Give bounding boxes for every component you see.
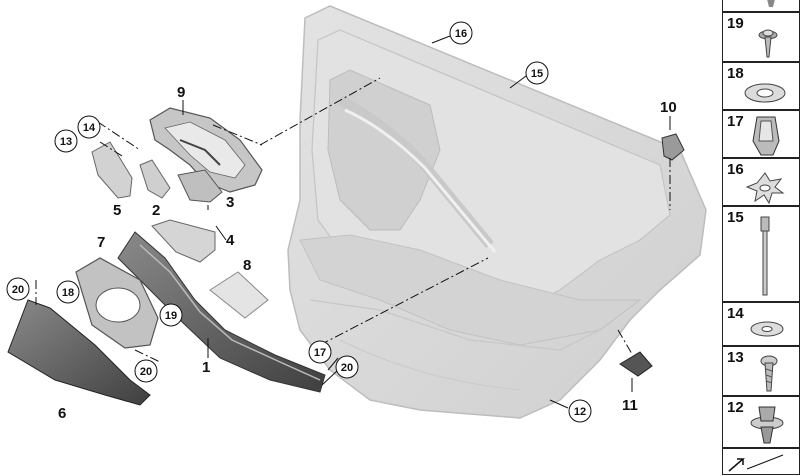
legend-cell-12: 12 xyxy=(722,396,800,448)
callout-2: 2 xyxy=(152,202,160,219)
callout-10: 10 xyxy=(660,99,677,116)
callout-17-circled: 17 xyxy=(308,340,332,364)
legend-cell-partial xyxy=(722,0,800,12)
legend-label-18: 18 xyxy=(727,65,744,82)
star-washer-icon xyxy=(745,172,785,205)
legend-label-12: 12 xyxy=(727,399,744,416)
callout-20-circled-right: 20 xyxy=(335,355,359,379)
legend-label-16: 16 xyxy=(727,161,744,178)
rivet-pin-icon xyxy=(760,216,770,296)
legend-cell-17: 17 xyxy=(722,110,800,158)
legend-label-19: 19 xyxy=(727,15,744,32)
svg-text:19: 19 xyxy=(165,310,177,322)
legend-cell-14: 14 xyxy=(722,302,800,346)
nut-clip-icon xyxy=(744,83,786,103)
callout-15-circled: 15 xyxy=(525,61,549,85)
push-clip-icon xyxy=(750,406,784,444)
legend-cell-16: 16 xyxy=(722,158,800,206)
speaker-cover-part xyxy=(7,299,151,406)
end-cap-part xyxy=(619,351,653,377)
callout-7: 7 xyxy=(97,234,105,251)
legend-cell-19: 19 xyxy=(722,12,800,62)
legend-label-13: 13 xyxy=(727,349,744,366)
callout-11: 11 xyxy=(622,397,638,414)
legend-label-15: 15 xyxy=(727,209,744,226)
svg-text:18: 18 xyxy=(62,287,74,299)
svg-text:17: 17 xyxy=(314,347,326,359)
bracket-part xyxy=(151,219,216,263)
callout-18-circled: 18 xyxy=(56,280,80,304)
svg-text:15: 15 xyxy=(531,68,543,80)
small-cover-part xyxy=(139,159,171,199)
legend-cell-18: 18 xyxy=(722,62,800,110)
speaker-frame-part xyxy=(75,257,159,349)
fastener-legend: 19 18 17 16 15 14 xyxy=(722,0,800,475)
svg-text:14: 14 xyxy=(83,122,96,134)
callout-13-circled: 13 xyxy=(54,129,78,153)
screw-washer-icon xyxy=(758,29,778,58)
foam-pad-part xyxy=(209,271,269,319)
callout-14-circled: 14 xyxy=(77,115,101,139)
screw-icon xyxy=(760,355,778,392)
callout-3: 3 xyxy=(226,194,234,211)
svg-text:13: 13 xyxy=(60,136,72,148)
callout-8: 8 xyxy=(243,257,251,274)
switch-bezel-part xyxy=(177,169,223,203)
callout-20-circled-left: 20 xyxy=(6,277,30,301)
legend-cell-15: 15 xyxy=(722,206,800,302)
arrow-icon xyxy=(728,454,784,472)
svg-text:12: 12 xyxy=(574,406,586,418)
trim-cover-part xyxy=(91,141,133,199)
svg-text:16: 16 xyxy=(455,28,467,40)
callout-5: 5 xyxy=(113,202,121,219)
legend-label-14: 14 xyxy=(727,305,744,322)
door-trim-panel xyxy=(287,5,707,419)
legend-label-17: 17 xyxy=(727,113,744,130)
callout-4: 4 xyxy=(226,232,235,249)
door-clip-part xyxy=(661,133,685,161)
legend-cell-arrow xyxy=(722,448,800,475)
svg-text:20: 20 xyxy=(140,366,152,378)
callout-19-circled: 19 xyxy=(159,303,183,327)
svg-text:20: 20 xyxy=(12,284,24,296)
leader-lines xyxy=(35,35,671,409)
callout-20-circled-bottom: 20 xyxy=(134,359,158,383)
flat-washer-icon xyxy=(750,321,784,337)
callout-9: 9 xyxy=(177,84,185,101)
callout-6: 6 xyxy=(58,405,66,422)
legend-cell-13: 13 xyxy=(722,346,800,396)
callout-1: 1 xyxy=(202,359,210,376)
handle-carrier-part xyxy=(149,107,263,193)
svg-text:20: 20 xyxy=(341,362,353,374)
callout-16-circled: 16 xyxy=(449,21,473,45)
spring-clip-icon xyxy=(752,116,780,156)
callout-12-circled: 12 xyxy=(568,399,592,423)
